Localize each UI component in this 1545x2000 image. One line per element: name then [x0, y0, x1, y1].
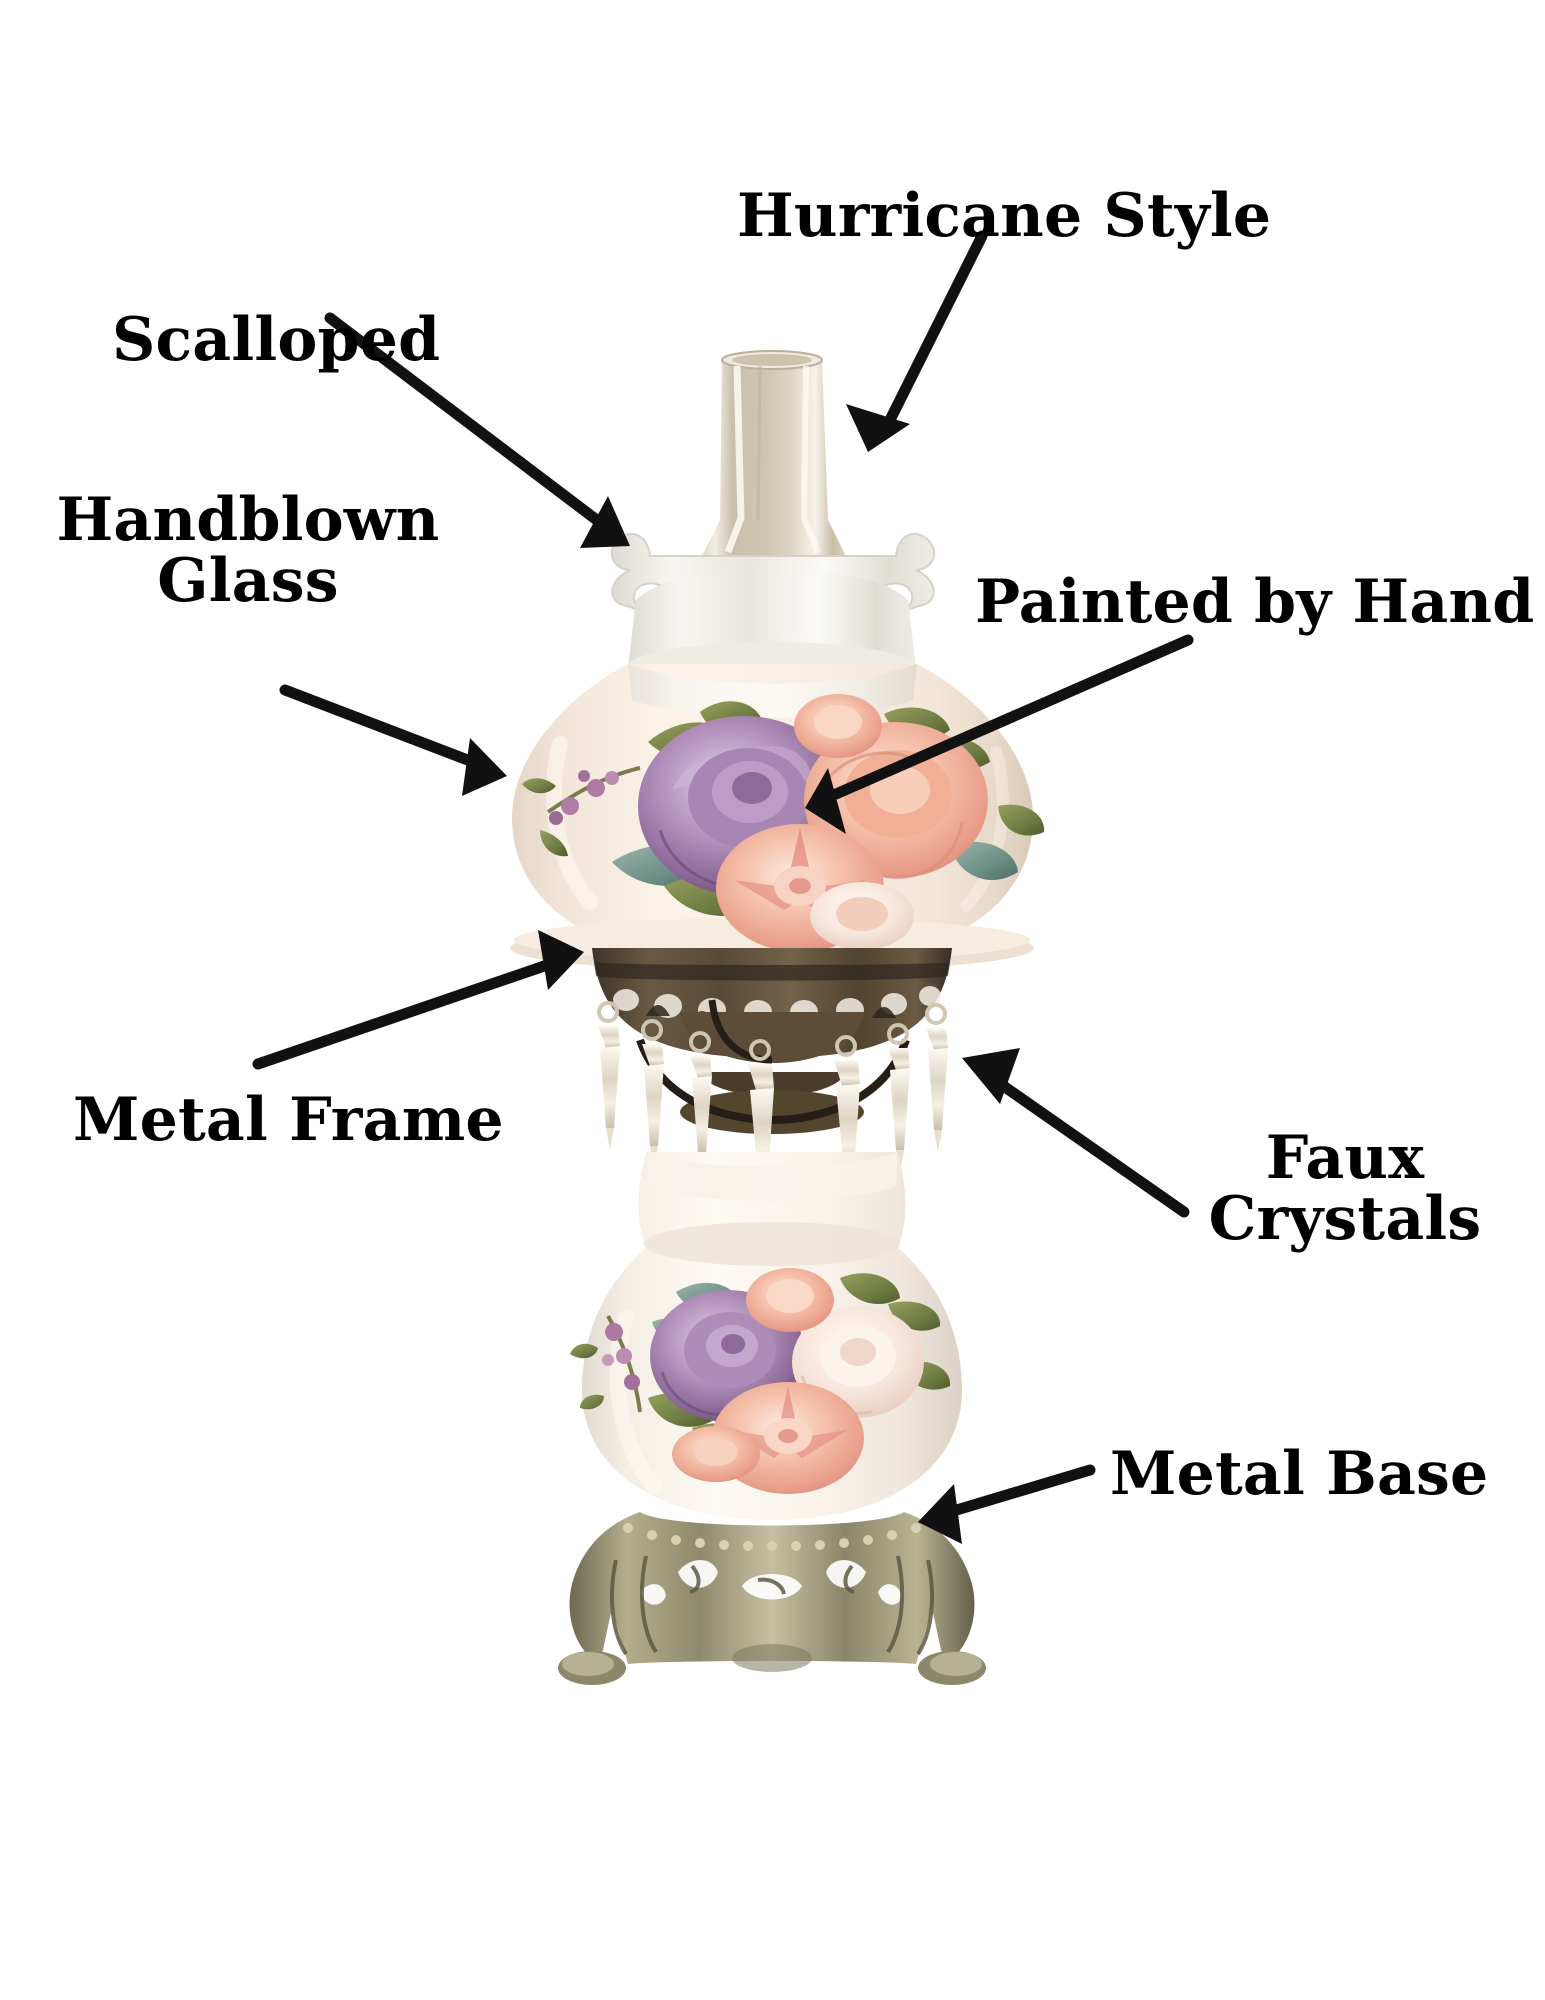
label-faux-crystals-line2: Crystals: [1208, 1184, 1482, 1255]
label-handblown-glass-line1: Handblown: [56, 485, 440, 555]
rose-peach-lower: [672, 1426, 760, 1482]
arrow-scalloped: [324, 312, 630, 548]
label-faux-crystals: Faux Crystals: [1195, 1123, 1495, 1255]
arrow-handblown-glass: [279, 684, 507, 796]
label-painted-by-hand: Painted by Hand: [975, 567, 1535, 637]
rose-bud-upper: [794, 694, 882, 758]
rose-bud-lower: [746, 1268, 834, 1332]
label-hurricane-style: Hurricane Style: [737, 181, 1272, 251]
metal-base: [558, 1512, 986, 1685]
arrow-hurricane-style: [846, 230, 988, 452]
floral-spray-upper: [522, 694, 1045, 952]
arrow-faux-crystals: [962, 1048, 1190, 1218]
label-metal-frame: Metal Frame: [73, 1085, 504, 1155]
crystal-prism: [641, 1019, 664, 1168]
label-handblown-glass-line2: Glass: [157, 546, 339, 617]
arrow-painted-by-hand: [805, 634, 1194, 834]
crystal-prism: [689, 1031, 712, 1174]
arrow-metal-frame: [252, 930, 584, 1070]
crystal-prism: [597, 1001, 620, 1150]
crystal-prism: [925, 1003, 948, 1152]
metal-frame: [592, 948, 952, 1134]
rose-white-upper: [810, 882, 914, 950]
faux-crystals: [597, 1001, 948, 1200]
floral-spray-lower: [570, 1268, 951, 1494]
label-metal-base: Metal Base: [1110, 1439, 1489, 1509]
lower-glass-font: [570, 1152, 962, 1520]
lamp-chimney: [700, 350, 848, 560]
arrow-metal-base: [918, 1464, 1096, 1544]
label-handblown-glass: Handblown Glass: [48, 485, 448, 617]
label-scalloped: Scalloped: [112, 305, 441, 375]
label-faux-crystals-line1: Faux: [1265, 1123, 1425, 1193]
